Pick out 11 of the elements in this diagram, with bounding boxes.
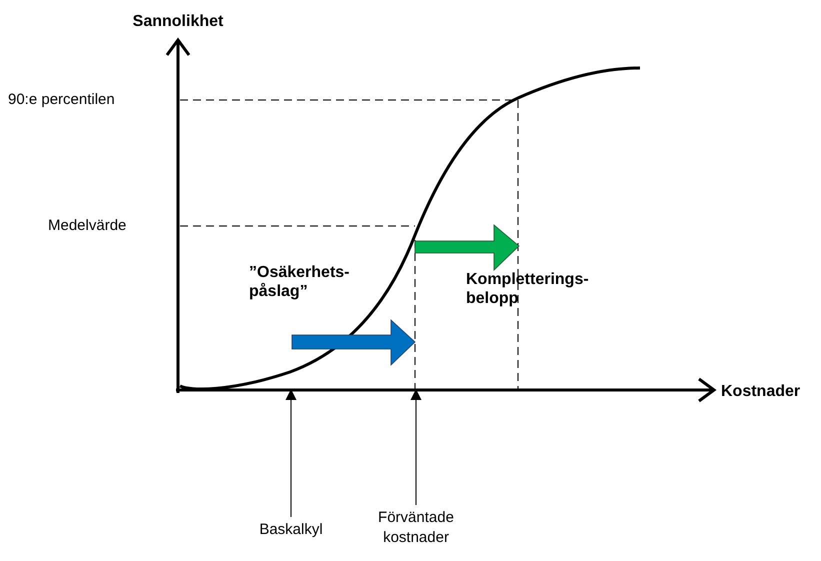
- annotation-text: ”Osäkerhets- påslag”: [249, 263, 350, 302]
- callout-text: Förväntade kostnader: [361, 508, 471, 547]
- axis-value-label: 90:e percentilen: [8, 91, 116, 109]
- axis-title: Sannolikhet: [132, 12, 224, 32]
- annotation-text: Kompletterings- belopp: [466, 270, 590, 308]
- axis-title: Kostnader: [721, 382, 802, 402]
- leader-line: [410, 388, 422, 506]
- x-axis: [174, 378, 717, 402]
- callout-text: Baskalkyl: [241, 520, 341, 540]
- axis-value-label: Medelvärde: [48, 217, 128, 235]
- leader-line: [286, 388, 296, 518]
